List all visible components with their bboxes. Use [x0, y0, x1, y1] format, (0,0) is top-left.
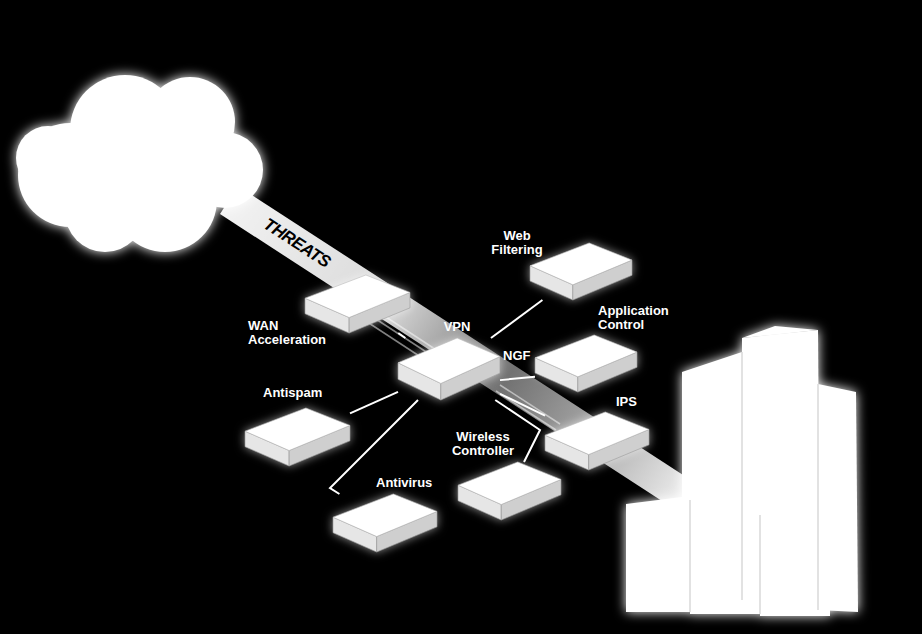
module-label-holder: Antivirus	[376, 476, 448, 490]
band-stripes	[352, 300, 560, 430]
device-slab	[333, 494, 437, 552]
security-module: Web Filtering	[530, 243, 632, 300]
module-label: IPS	[616, 395, 650, 409]
module-label-holder: Antispam	[263, 386, 343, 400]
module-label-holder: WAN Acceleration	[248, 319, 343, 348]
security-module: Antispam	[245, 408, 350, 466]
module-label-holder: Application Control	[598, 304, 686, 333]
slab-top-face	[458, 462, 561, 505]
building	[626, 326, 858, 616]
module-label: Antispam	[263, 386, 343, 400]
module-label: WAN Acceleration	[248, 319, 343, 348]
slab-top-face	[535, 335, 637, 377]
module-label-holder: Web Filtering	[486, 229, 548, 258]
module-label-holder: IPS	[616, 395, 650, 409]
device-slab	[545, 412, 649, 470]
building-lines	[690, 352, 818, 614]
device-slab	[458, 462, 561, 520]
connector-line	[500, 377, 535, 380]
threat-band	[220, 186, 700, 514]
device-slab	[535, 335, 637, 392]
slab-top-face	[545, 412, 649, 455]
connector-line	[350, 392, 398, 414]
security-module: VPNNGF	[398, 338, 500, 400]
device-slab	[245, 408, 350, 466]
security-module: WAN Acceleration	[305, 275, 410, 333]
module-label-holder: Wireless Controller	[444, 430, 522, 459]
security-module: IPS	[545, 412, 649, 470]
security-module: Antivirus	[333, 494, 437, 552]
module-label-holder: VPN	[436, 320, 478, 334]
connector-line	[500, 394, 545, 416]
security-module: Wireless Controller	[458, 462, 561, 520]
cloud	[16, 75, 263, 252]
slab-top-face	[333, 494, 437, 537]
module-label: Wireless Controller	[444, 430, 522, 459]
security-module: Application Control	[535, 335, 637, 392]
connector-line	[398, 333, 405, 338]
device-slab	[398, 338, 500, 400]
device-slab	[530, 243, 632, 300]
slab-top-face	[530, 243, 632, 285]
slab-top-face	[245, 408, 350, 451]
module-label: Application Control	[598, 304, 686, 333]
module-label: VPN	[436, 320, 478, 334]
slab-top-face	[398, 338, 500, 383]
slab-top-face	[305, 275, 410, 318]
module-label: Web Filtering	[486, 229, 548, 258]
device-slab	[305, 275, 410, 333]
connector-line	[491, 300, 542, 338]
module-label: Antivirus	[376, 476, 448, 490]
